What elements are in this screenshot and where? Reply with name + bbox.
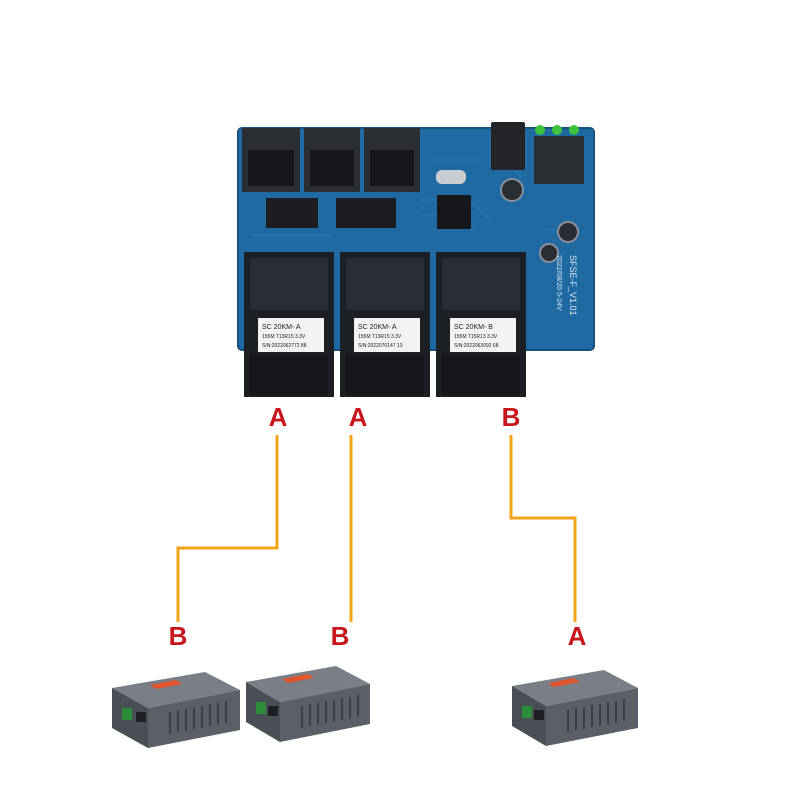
cable-1 [176,435,279,622]
rj45-port-icon [242,128,300,192]
switch-board-icon: SFSE-F_V1.01 2022/08/20 5-24V SC 20KM- A… [237,122,595,397]
module-1-line2: 155M T13R15 3.3V [262,334,306,340]
led-icon [569,125,579,135]
rj45-port-icon [364,128,420,192]
top-port-letter-1: A [269,402,288,432]
board-silkscreen-version: SFSE-F_V1.01 [568,255,578,316]
bottom-port-letter-3: A [568,621,587,651]
fiber-module-3: SC 20KM- B 155M T15R13 3.3V S/N:20220630… [436,252,526,397]
module-3-line3: S/N:2022063092 68 [454,343,499,349]
board-silkscreen-date: 2022/08/20 5-24V [555,255,562,311]
module-1-line3: S/N:2022062772 88 [262,343,307,349]
media-converter-2 [246,666,370,742]
fiber-cable-icon [176,435,577,622]
media-converter-3 [512,670,638,746]
rj45-port-icon [304,128,360,192]
fiber-module-2: SC 20KM- A 155M T13R15 3.3V S/N:20220701… [340,252,430,397]
module-3-line1: SC 20KM- B [454,324,493,331]
cable-3 [509,435,577,622]
fiber-module-1: SC 20KM- A 155M T13R15 3.3V S/N:20220627… [244,252,334,397]
media-converter-1 [112,672,240,748]
led-icon [552,125,562,135]
bottom-port-letter-2: B [331,621,350,651]
module-1-line1: SC 20KM- A [262,324,301,331]
module-2-line2: 155M T13R15 3.3V [358,334,402,340]
module-2-line1: SC 20KM- A [358,324,397,331]
top-port-letter-3: B [502,402,521,432]
led-icon [535,125,545,135]
media-converter-icon [112,666,638,748]
module-2-line3: S/N:2022070147 13 [358,343,403,349]
module-3-line2: 155M T15R13 3.3V [454,334,498,340]
bottom-port-letter-1: B [169,621,188,651]
top-port-letter-2: A [349,402,368,432]
